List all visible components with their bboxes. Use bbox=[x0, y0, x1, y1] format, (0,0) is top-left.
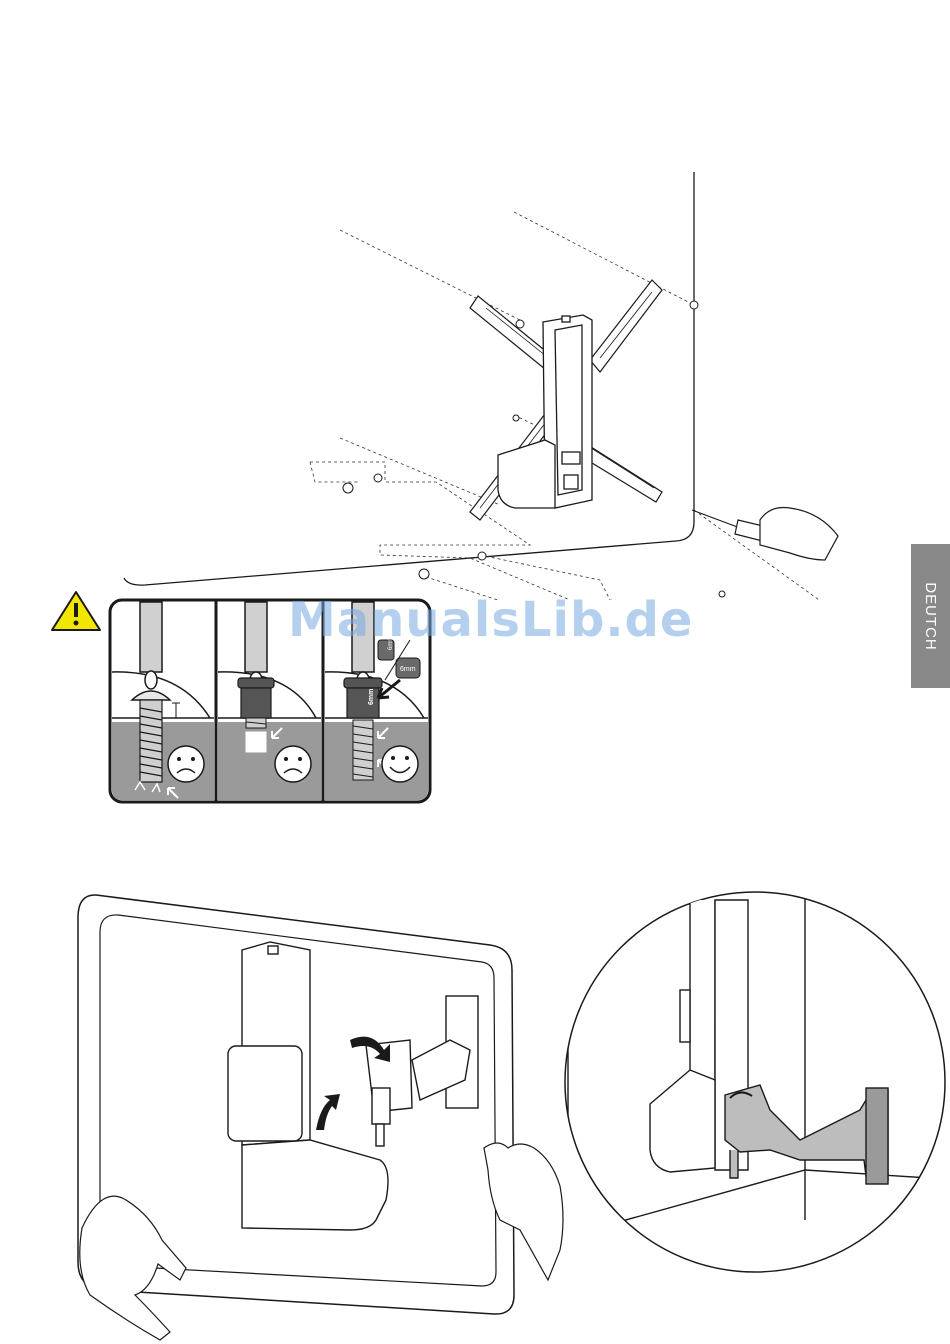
language-side-tab[interactable]: DEUTCH bbox=[911, 544, 950, 688]
watermark: ManualsLib.de bbox=[288, 592, 693, 648]
language-side-tab-label: DEUTCH bbox=[922, 582, 939, 651]
detail-zoom-circle bbox=[565, 892, 950, 1272]
